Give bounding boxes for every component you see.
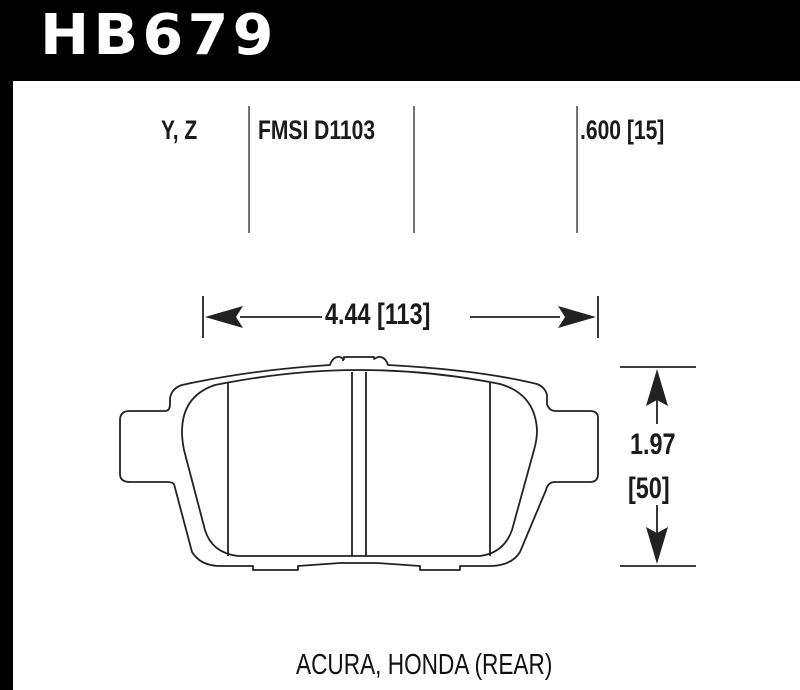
header-band	[0, 0, 800, 81]
height-dimension-mm: [50]	[628, 472, 670, 505]
pad-thickness: .600 [15]	[580, 115, 665, 145]
arrow-down-icon	[646, 527, 668, 564]
column-dividers	[248, 106, 578, 233]
vehicle-application: ACURA, HONDA (REAR)	[296, 649, 553, 681]
fmsi-number: FMSI D1103	[258, 115, 376, 145]
backing-plate-outline	[119, 356, 599, 571]
height-dimension-line	[620, 366, 696, 567]
width-dimension-label: 4.44 [113]	[325, 298, 431, 331]
arrow-up-icon	[646, 369, 668, 406]
height-dimension-inches: 1.97	[630, 428, 676, 461]
left-border	[0, 0, 13, 690]
friction-material-outline	[181, 369, 538, 557]
arrow-left-icon	[205, 306, 243, 328]
arrow-right-icon	[558, 306, 596, 328]
compound-codes: Y, Z	[161, 115, 198, 145]
part-number-title: HB679	[40, 3, 278, 68]
width-dimension-line	[202, 296, 599, 338]
